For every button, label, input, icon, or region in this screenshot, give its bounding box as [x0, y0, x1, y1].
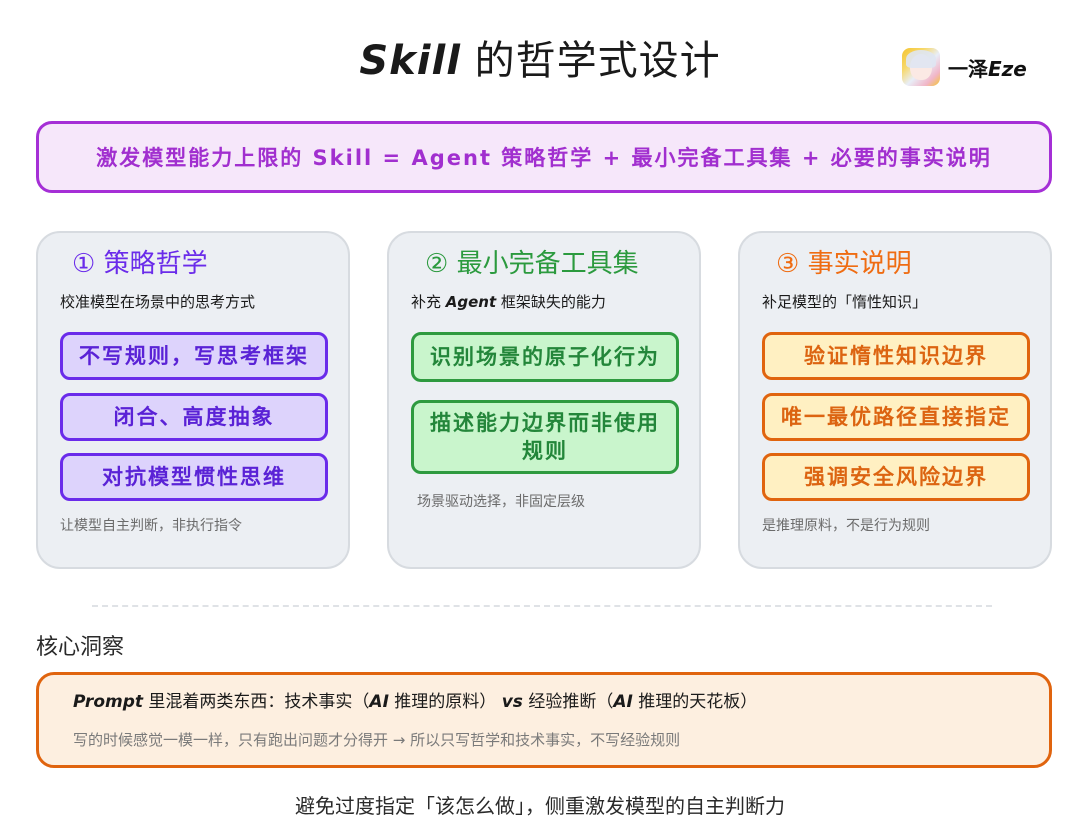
subtitle-post: 框架缺失的能力 [496, 293, 606, 311]
item-pill: 识别场景的原子化行为 [411, 332, 679, 382]
card-fact-explanation: ③ 事实说明 补足模型的「惰性知识」 验证惰性知识边界 唯一最优路径直接指定 强… [738, 231, 1052, 569]
formula-text: 激发模型能力上限的 Skill = Agent 策略哲学 + 最小完备工具集 +… [96, 146, 992, 170]
card-subtitle: 补足模型的「惰性知识」 [762, 293, 928, 311]
avatar-icon [902, 48, 940, 86]
brand-name-cn: 一泽 [948, 56, 988, 81]
insight-part: 推理的天花板） [632, 692, 758, 712]
insight-part: AI [369, 692, 389, 712]
card-title-text: 最小完备工具集 [456, 249, 639, 279]
card-minimal-toolset: ② 最小完备工具集 补充 Agent 框架缺失的能力 识别场景的原子化行为 描述… [387, 231, 701, 569]
card-number: ① [72, 249, 96, 279]
brand-name: 一泽Eze [948, 53, 1027, 82]
insight-label: 核心洞察 [36, 635, 125, 660]
item-pill: 闭合、高度抽象 [60, 393, 328, 441]
subtitle-latin: Agent [445, 293, 497, 311]
item-pill: 唯一最优路径直接指定 [762, 393, 1030, 441]
card-subtitle: 校准模型在场景中的思考方式 [60, 293, 256, 311]
title-latin: Skill [359, 38, 461, 84]
insight-part: 推理的原料） [388, 692, 497, 712]
insight-part: 里混着两类东西：技术事实（ [143, 692, 370, 712]
card-title: ① 策略哲学 [72, 243, 208, 280]
insight-part: AI [613, 692, 633, 712]
title-cn: 的哲学式设计 [460, 38, 721, 84]
card-title-text: 事实说明 [807, 249, 912, 279]
card-number: ② [425, 249, 449, 279]
item-pill: 强调安全风险边界 [762, 453, 1030, 501]
item-pill: 描述能力边界而非使用规则 [411, 400, 679, 474]
item-pill: 不写规则，写思考框架 [60, 332, 328, 380]
subtitle-pre: 补充 [411, 293, 446, 311]
item-pill: 对抗模型惯性思维 [60, 453, 328, 501]
insight-sub: 写的时候感觉一模一样，只有跑出问题才分得开 → 所以只写哲学和技术事实，不写经验… [73, 731, 681, 749]
footer-caption: 避免过度指定「该怎么做」，侧重激发模型的自主判断力 [295, 794, 785, 818]
brand: 一泽Eze [902, 48, 1027, 86]
card-title: ③ 事实说明 [776, 243, 912, 280]
formula-banner: 激发模型能力上限的 Skill = Agent 策略哲学 + 最小完备工具集 +… [36, 121, 1052, 193]
card-number: ③ [776, 249, 800, 279]
card-title-text: 策略哲学 [103, 249, 208, 279]
insight-part: Prompt [73, 692, 144, 712]
page-title: Skill 的哲学式设计 [0, 28, 1080, 86]
brand-name-latin: Eze [988, 56, 1027, 81]
item-pill: 验证惰性知识边界 [762, 332, 1030, 380]
card-strategy-philosophy: ① 策略哲学 校准模型在场景中的思考方式 不写规则，写思考框架 闭合、高度抽象 … [36, 231, 350, 569]
insight-box: Prompt 里混着两类东西：技术事实（AI 推理的原料） vs 经验推断（AI… [36, 672, 1052, 768]
insight-main: Prompt 里混着两类东西：技术事实（AI 推理的原料） vs 经验推断（AI… [73, 687, 757, 712]
card-note: 是推理原料，不是行为规则 [762, 518, 930, 534]
insight-part: 经验推断（ [522, 692, 614, 712]
card-subtitle: 补充 Agent 框架缺失的能力 [411, 291, 606, 312]
card-note: 让模型自主判断，非执行指令 [60, 518, 242, 534]
insight-part: vs [501, 692, 523, 712]
card-title: ② 最小完备工具集 [425, 243, 639, 280]
dashed-divider [92, 605, 992, 607]
card-note: 场景驱动选择，非固定层级 [417, 494, 585, 510]
